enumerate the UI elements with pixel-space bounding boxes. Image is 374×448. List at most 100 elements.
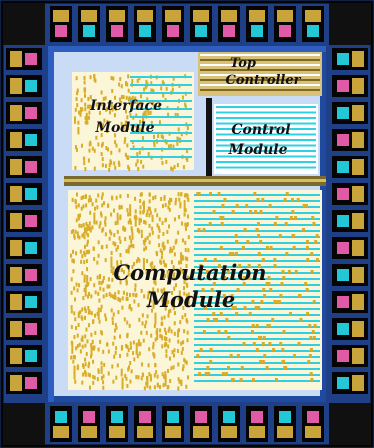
std-cell bbox=[87, 198, 90, 203]
routing-row bbox=[194, 284, 320, 286]
std-cell bbox=[89, 385, 92, 390]
std-cell bbox=[113, 354, 116, 359]
std-cell bbox=[102, 349, 105, 354]
std-cell bbox=[82, 364, 85, 369]
std-cell bbox=[197, 192, 201, 195]
std-cell bbox=[75, 76, 78, 81]
std-cell bbox=[224, 330, 228, 333]
std-cell bbox=[98, 110, 101, 115]
pad-metal bbox=[10, 186, 22, 202]
std-cell bbox=[136, 159, 139, 164]
std-cell bbox=[112, 105, 115, 110]
std-cell bbox=[120, 100, 123, 105]
std-cell bbox=[184, 256, 187, 261]
std-cell bbox=[98, 319, 101, 324]
pad-via bbox=[25, 242, 37, 254]
std-cell bbox=[161, 251, 164, 256]
std-cell bbox=[124, 137, 127, 142]
std-cell bbox=[97, 253, 100, 258]
pad-metal bbox=[10, 78, 22, 94]
control-module-rows bbox=[216, 106, 316, 169]
std-cell bbox=[106, 147, 109, 152]
std-cell bbox=[159, 259, 162, 264]
std-cell-column bbox=[178, 290, 181, 303]
std-cell bbox=[88, 221, 91, 226]
std-cell bbox=[127, 272, 130, 277]
std-cell bbox=[111, 364, 114, 369]
pad-metal bbox=[352, 105, 364, 121]
std-cell bbox=[223, 276, 227, 279]
std-cell bbox=[74, 379, 77, 384]
std-cell bbox=[165, 217, 168, 222]
std-cell bbox=[95, 198, 98, 203]
pad-via bbox=[251, 25, 263, 37]
std-cell bbox=[109, 293, 112, 298]
std-cell bbox=[105, 317, 108, 322]
std-cell bbox=[153, 373, 156, 378]
std-cell bbox=[285, 192, 289, 195]
std-cell bbox=[89, 228, 92, 233]
std-cell bbox=[162, 93, 165, 98]
std-cell bbox=[150, 81, 153, 86]
std-cell bbox=[152, 89, 155, 94]
std-cell bbox=[148, 213, 151, 218]
std-cell bbox=[127, 212, 130, 217]
controller-row bbox=[200, 54, 320, 56]
std-cell bbox=[176, 141, 179, 146]
std-cell bbox=[173, 286, 176, 291]
std-cell bbox=[152, 287, 155, 292]
std-cell bbox=[169, 308, 172, 313]
std-cell bbox=[102, 385, 105, 390]
std-cell bbox=[88, 361, 91, 366]
std-cell bbox=[169, 378, 172, 383]
std-cell bbox=[255, 348, 259, 351]
std-cell bbox=[92, 374, 95, 379]
std-cell bbox=[296, 198, 300, 201]
io-pads-left bbox=[6, 48, 42, 394]
std-cell bbox=[152, 301, 155, 306]
std-cell bbox=[166, 239, 169, 244]
pad-metal bbox=[10, 240, 22, 256]
std-cell bbox=[114, 106, 117, 111]
std-cell bbox=[80, 196, 83, 201]
std-cell bbox=[142, 118, 145, 123]
std-cell bbox=[70, 305, 73, 310]
std-cell bbox=[106, 284, 109, 289]
std-cell bbox=[167, 368, 170, 373]
std-cell bbox=[75, 346, 78, 351]
std-cell bbox=[187, 235, 190, 240]
std-cell bbox=[143, 247, 146, 252]
std-cell bbox=[310, 252, 314, 255]
std-cell bbox=[100, 304, 103, 309]
power-rail-top bbox=[48, 46, 326, 52]
std-cell bbox=[121, 268, 124, 273]
std-cell bbox=[120, 94, 123, 99]
std-cell bbox=[169, 249, 172, 254]
std-cell bbox=[146, 259, 149, 264]
std-cell bbox=[156, 223, 159, 228]
std-cell bbox=[75, 251, 78, 256]
std-cell bbox=[157, 234, 160, 239]
std-cell bbox=[181, 367, 184, 372]
std-cell bbox=[134, 209, 137, 214]
std-cell bbox=[101, 203, 104, 208]
std-cell bbox=[161, 297, 164, 302]
std-cell bbox=[243, 306, 247, 309]
std-cell bbox=[184, 276, 187, 281]
std-cell bbox=[70, 229, 73, 234]
std-cell bbox=[88, 148, 91, 153]
std-cell bbox=[105, 342, 108, 347]
std-cell bbox=[80, 259, 83, 264]
std-cell bbox=[221, 204, 225, 207]
std-cell bbox=[176, 113, 179, 118]
std-cell bbox=[186, 222, 189, 227]
std-cell bbox=[164, 203, 167, 208]
std-cell bbox=[118, 162, 121, 167]
std-cell bbox=[174, 283, 177, 288]
std-cell bbox=[186, 338, 189, 343]
std-cell bbox=[83, 87, 86, 92]
std-cell bbox=[287, 270, 291, 273]
std-cell bbox=[281, 348, 285, 351]
pad-metal bbox=[137, 10, 153, 22]
std-cell bbox=[104, 258, 107, 263]
